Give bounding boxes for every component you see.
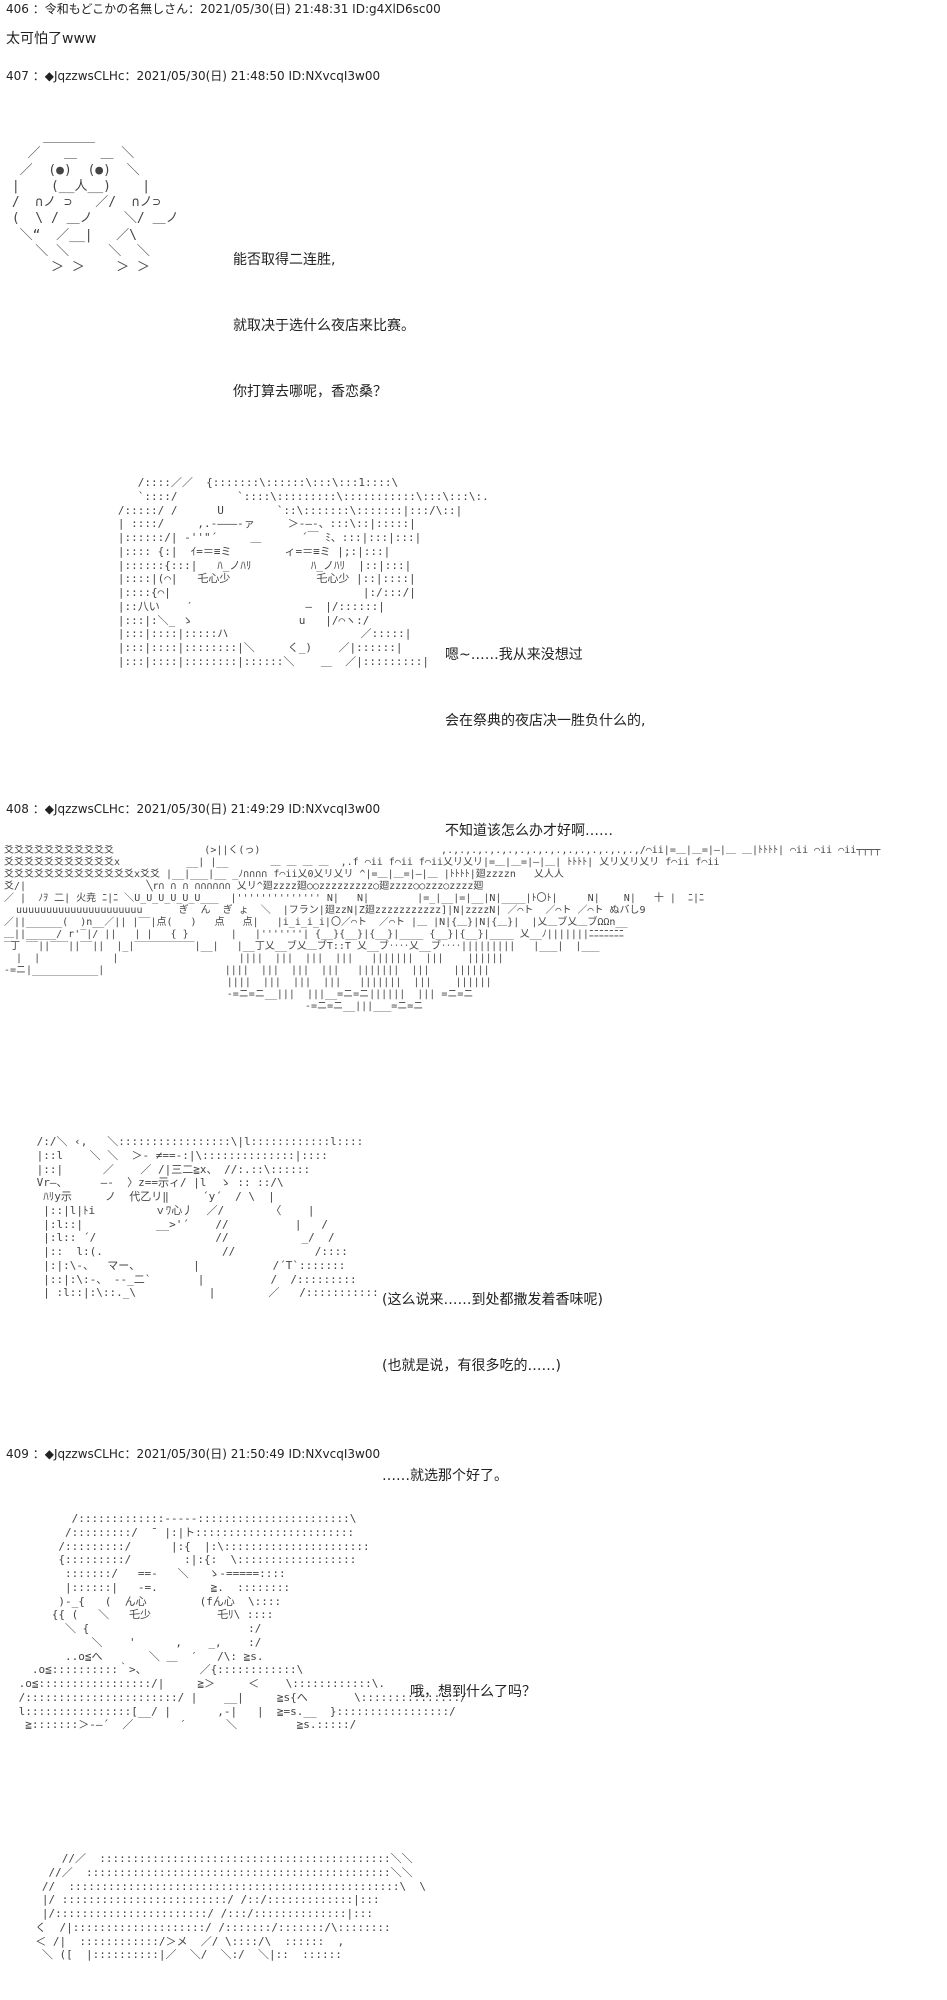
post-header-409: 409 ：◆JqzzwsCLHc：2021/05/30(日) 21:50:49 … — [6, 1447, 381, 1461]
dialogue-line: 会在祭典的夜店决一胜负什么的, — [445, 713, 646, 729]
ascii-art-festival-stalls: 爻爻爻爻爻爻爻爻爻爻爻 (>||く(っ) ,.,.,.,.,.,.,.,.,.,… — [4, 845, 881, 1012]
post-header-406: 406 ：令和もどこかの名無しさん：2021/05/30(日) 21:48:31… — [6, 2, 441, 16]
post-body-406: 太可怕了www — [6, 31, 97, 47]
dialogue-line: 你打算去哪呢，香恋桑？ — [233, 384, 387, 400]
dialogue-408: (这么说来……到处都撒发着香味呢) (也就是说，有很多吃的……) ……就选那个好… — [382, 1245, 603, 1531]
ascii-art-yaranaio: ＿＿＿＿ ／ ＿ ＿ ＼ ／ (●) (●) ＼ | (__人__) | / ∩… — [11, 130, 179, 275]
post-header-408: 408 ：◆JqzzwsCLHc：2021/05/30(日) 21:49:29 … — [6, 802, 381, 816]
dialogue-line: ……就选那个好了。 — [382, 1468, 508, 1484]
ascii-art-karen-face: /::::／／ {:::::::\::::::\:::\:::1::::\ `:… — [117, 476, 489, 668]
dialogue-line: 哦，想到什么了吗？ — [410, 1684, 536, 1700]
ascii-art-karen-thinking: /:/＼ ‹, ＼:::::::::::::::::\|l:::::::::::… — [36, 1135, 379, 1300]
dialogue-407-2: 嗯~……我从来没想过 会在祭典的夜店决一胜负什么的, 不知道该怎么办才好啊…… — [445, 600, 645, 886]
dialogue-line: 就取决于选什么夜店来比赛。 — [233, 318, 415, 334]
ascii-art-hair-partial: //／ ::::::::::::::::::::::::::::::::::::… — [35, 1852, 426, 1962]
dialogue-line: (这么说来……到处都撒发着香味呢) — [382, 1292, 603, 1308]
dialogue-407-1: 能否取得二连胜, 就取决于选什么夜店来比赛。 你打算去哪呢，香恋桑？ — [233, 205, 415, 447]
post-header-407: 407 ：◆JqzzwsCLHc：2021/05/30(日) 21:48:50 … — [6, 69, 381, 83]
dialogue-line: 嗯~……我从来没想过 — [445, 647, 583, 663]
dialogue-line: 不知道该怎么办才好啊…… — [445, 823, 613, 839]
dialogue-409: 哦，想到什么了吗？ — [410, 1637, 536, 1747]
dialogue-line: (也就是说，有很多吃的……) — [382, 1358, 561, 1374]
ascii-art-character-smile: /:::::::::::::-‐‐‐-:::::::::::::::::::::… — [18, 1512, 467, 1732]
dialogue-line: 能否取得二连胜, — [233, 252, 336, 268]
